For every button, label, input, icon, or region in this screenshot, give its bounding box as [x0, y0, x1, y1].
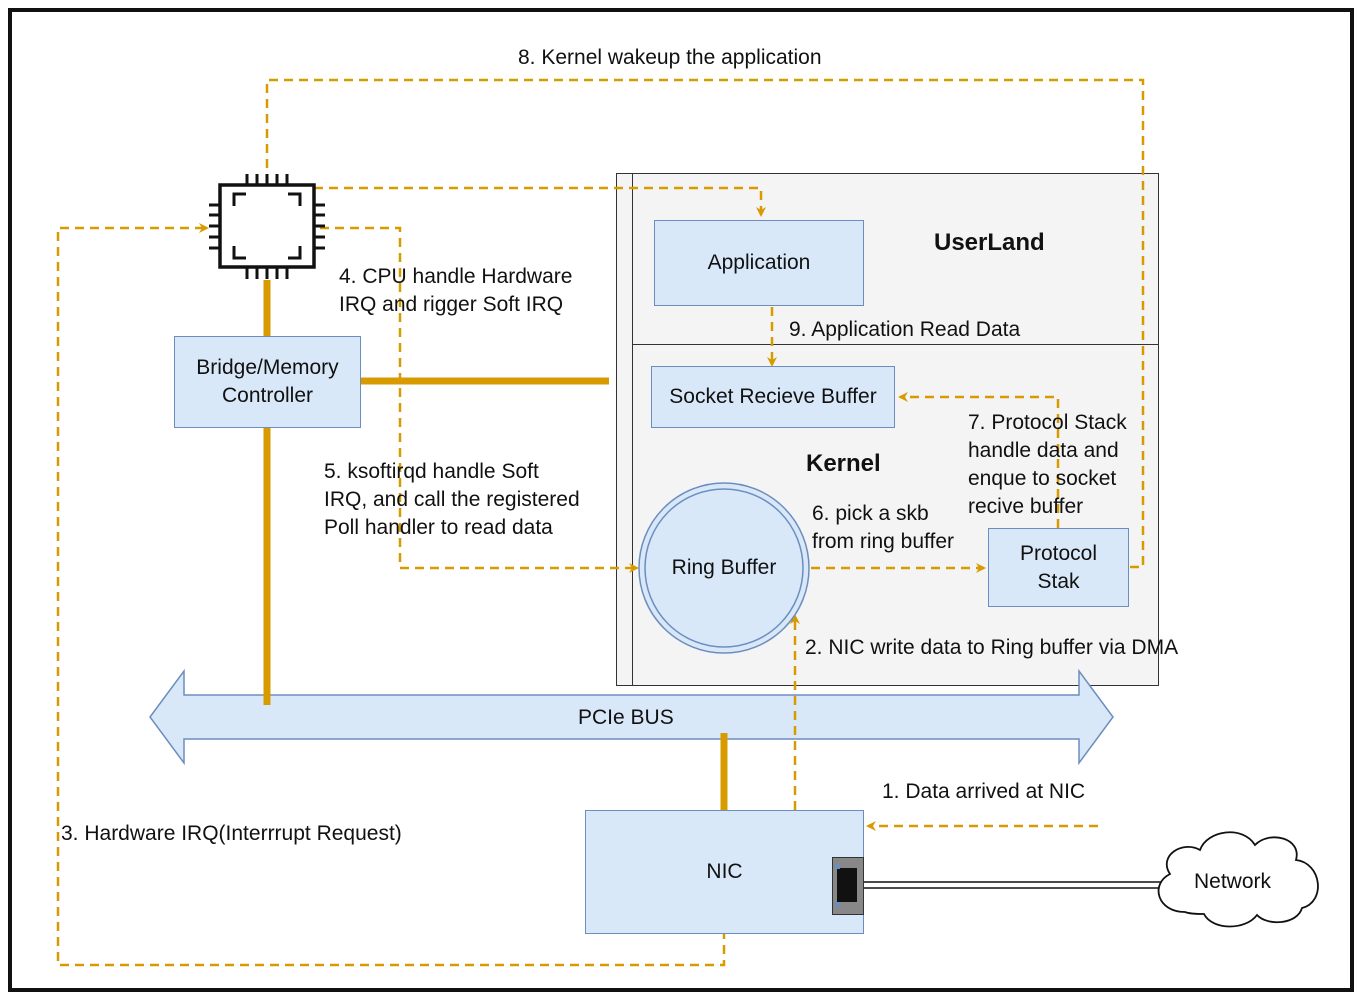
socket-receive-buffer-label: Socket Recieve Buffer: [669, 385, 877, 408]
step5-label: 5. ksoftirqd handle Soft IRQ, and call t…: [324, 458, 580, 542]
step3-label: 3. Hardware IRQ(Interrrupt Request): [61, 822, 402, 845]
pcie-bus-label: PCIe BUS: [578, 706, 674, 729]
ring-buffer-label: Ring Buffer: [671, 556, 777, 579]
step7-line2: handle data and: [968, 439, 1119, 462]
cloud-icon: [1157, 831, 1319, 928]
socket-receive-buffer-box: Socket Recieve Buffer: [651, 366, 895, 428]
step8-label: 8. Kernel wakeup the application: [518, 46, 822, 69]
step1-label: 1. Data arrived at NIC: [882, 780, 1086, 803]
step9-label: 9. Application Read Data: [789, 318, 1021, 341]
userland-region-label: UserLand: [934, 229, 1045, 256]
step6-line1: 6. pick a skb: [812, 502, 929, 525]
os-panel-side-strip: [616, 173, 633, 686]
flow-step8-wakeup: [265, 78, 1145, 569]
protocol-stack-label-line1: Protocol: [1019, 541, 1098, 565]
flow-step3-irq: [56, 223, 726, 967]
step6-label: 6. pick a skb from ring buffer: [812, 500, 954, 556]
bridge-label-line1: Bridge/Memory: [196, 356, 339, 379]
ring-buffer-inner: [644, 488, 804, 648]
step2-label: 2. NIC write data to Ring buffer via DMA: [805, 636, 1179, 659]
protocol-stack-box: Protocol Stak: [988, 528, 1129, 607]
flow-cpu-to-application: [314, 186, 766, 217]
step7-line4: recive buffer: [968, 495, 1084, 518]
ethernet-port-icon: [832, 857, 864, 915]
cpu-chip-icon: [209, 174, 325, 279]
step4-line2: IRQ and rigger Soft IRQ: [339, 293, 564, 316]
kernel-region-label: Kernel: [806, 450, 881, 477]
step4-line1: 4. CPU handle Hardware: [339, 265, 573, 288]
bridge-memory-controller-box: Bridge/Memory Controller: [174, 336, 361, 428]
nic-box: NIC: [585, 810, 864, 934]
step5-line2: IRQ, and call the registered: [324, 488, 580, 511]
step4-label: 4. CPU handle Hardware IRQ and rigger So…: [339, 263, 572, 319]
step7-label: 7. Protocol Stack handle data and enque …: [968, 409, 1127, 521]
protocol-stack-label-line2: Stak: [1037, 569, 1080, 593]
bridge-label-line2: Controller: [221, 384, 314, 407]
pcie-bus-arrow: [149, 668, 1114, 766]
application-label: Application: [707, 251, 811, 274]
application-box: Application: [654, 220, 864, 306]
step7-line3: enque to socket: [968, 467, 1117, 490]
nic-label: NIC: [706, 860, 743, 883]
step5-line3: Poll handler to read data: [324, 516, 553, 539]
step5-line1: 5. ksoftirqd handle Soft: [324, 460, 539, 483]
network-cable: [862, 881, 1162, 889]
userland-kernel-divider: [633, 344, 1159, 345]
step6-line2: from ring buffer: [812, 530, 955, 553]
network-label: Network: [1194, 870, 1272, 893]
step7-line1: 7. Protocol Stack: [968, 411, 1127, 434]
